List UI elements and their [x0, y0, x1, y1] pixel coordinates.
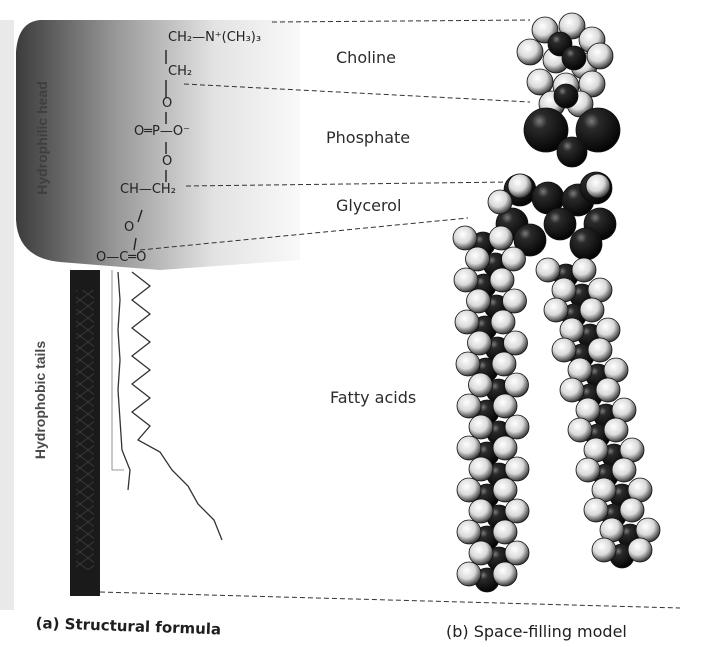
- label-phosphate: Phosphate: [326, 128, 410, 147]
- formula-phosphate: O═P—O⁻: [134, 124, 190, 139]
- hydrogen-atom: [572, 258, 596, 282]
- hydrogen-atom: [468, 331, 492, 355]
- formula-o1: O: [162, 96, 172, 111]
- carbon-atom: [562, 46, 586, 70]
- formula-o2: O: [162, 154, 172, 169]
- formula-o3: O: [124, 220, 134, 235]
- hydrogen-atom: [612, 458, 636, 482]
- hydrogen-atom: [457, 394, 481, 418]
- hydrogen-atom: [467, 289, 491, 313]
- hydrogen-atom: [455, 310, 479, 334]
- hydrogen-atom: [457, 520, 481, 544]
- hydrogen-atom: [466, 247, 490, 271]
- label-fatty-acids: Fatty acids: [330, 388, 416, 407]
- label-glycerol: Glycerol: [336, 196, 401, 215]
- hydrogen-atom: [493, 562, 517, 586]
- caption-space-filling-model: (b) Space-filling model: [446, 622, 627, 641]
- hydrogen-atom: [469, 499, 493, 523]
- hydrogen-atom: [469, 415, 493, 439]
- hydrogen-atom: [491, 310, 515, 334]
- hydrogen-atom: [488, 190, 512, 214]
- hydrogen-atom: [544, 298, 568, 322]
- hydrogen-atom: [505, 541, 529, 565]
- formula-ester: O—C═O: [96, 250, 146, 265]
- hydrogen-atom: [493, 478, 517, 502]
- hydrogen-atom: [584, 498, 608, 522]
- hydrogen-atom: [505, 373, 529, 397]
- hydrogen-atom: [457, 436, 481, 460]
- hydrogen-atom: [454, 268, 478, 292]
- hydrogen-atom: [560, 378, 584, 402]
- carbon-atom: [554, 84, 578, 108]
- hydrogen-atom: [588, 338, 612, 362]
- hydrogen-atom: [576, 458, 600, 482]
- fatty-acid-chain-1: [132, 272, 222, 540]
- hydrophobic-tails-label: Hydrophobic tails: [32, 300, 48, 500]
- hydrogen-atom: [493, 436, 517, 460]
- hydrogen-atom: [469, 541, 493, 565]
- hydrogen-atom: [469, 373, 493, 397]
- hydrogen-atom: [453, 226, 477, 250]
- formula-glycerol: CH—CH₂: [120, 182, 176, 197]
- hydrogen-atom: [503, 289, 527, 313]
- hydrogen-atom: [456, 352, 480, 376]
- formula-ch2: CH₂: [168, 64, 192, 79]
- hydrophilic-head-label: Hydrophilic head: [34, 48, 50, 228]
- hydrogen-atom: [457, 562, 481, 586]
- hydrogen-atom: [628, 538, 652, 562]
- hydrogen-atom: [580, 298, 604, 322]
- carbon-atom: [557, 137, 587, 167]
- hydrogen-atom: [505, 415, 529, 439]
- formula-choline: CH₂—N⁺(CH₃)₃: [168, 30, 261, 45]
- hydrophilic-head-region: [16, 20, 300, 270]
- label-choline: Choline: [336, 48, 396, 67]
- hydrogen-atom: [505, 457, 529, 481]
- hydrogen-atom: [493, 520, 517, 544]
- hydrogen-atom: [596, 378, 620, 402]
- hydrogen-atom: [592, 538, 616, 562]
- hydrogen-atom: [489, 226, 513, 250]
- hydrogen-atom: [587, 43, 613, 69]
- hydrogen-atom: [492, 352, 516, 376]
- carbon-atom: [570, 228, 602, 260]
- hydrogen-atom: [502, 247, 526, 271]
- hydrogen-atom: [508, 174, 532, 198]
- hydrogen-atom: [505, 499, 529, 523]
- hydrogen-atom: [568, 418, 592, 442]
- hydrogen-atom: [586, 174, 610, 198]
- hydrogen-atom: [517, 39, 543, 65]
- hydrogen-atom: [493, 394, 517, 418]
- hydrogen-atom: [552, 338, 576, 362]
- hydrogen-atom: [504, 331, 528, 355]
- fatty-acid-chain-2: [118, 272, 130, 490]
- carbon-atom: [544, 208, 576, 240]
- hydrogen-atom: [620, 498, 644, 522]
- hydrogen-atom: [469, 457, 493, 481]
- hydrogen-atom: [457, 478, 481, 502]
- hydrogen-atom: [604, 418, 628, 442]
- hydrogen-atom: [490, 268, 514, 292]
- hydrogen-atom: [536, 258, 560, 282]
